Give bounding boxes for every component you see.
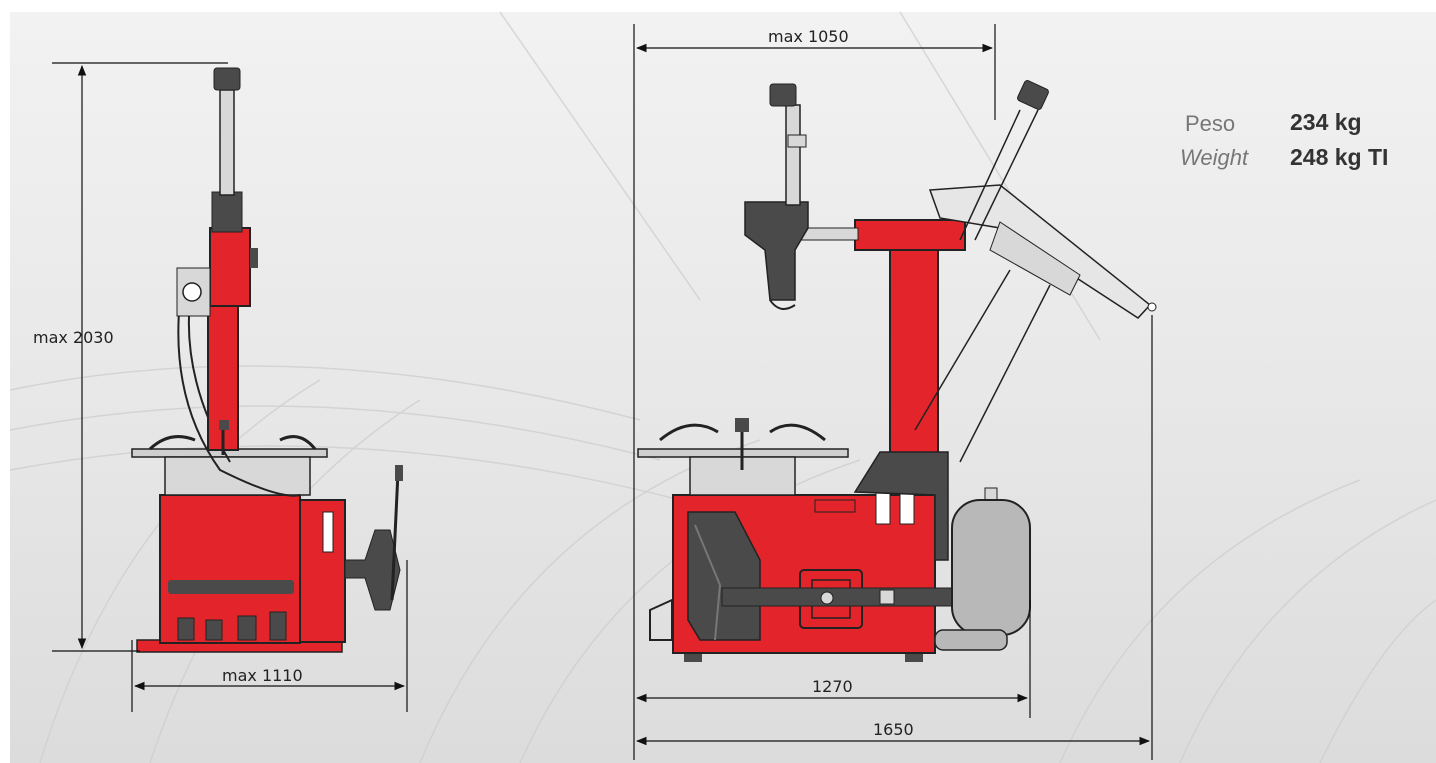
foot-pedals [177,611,287,641]
weight-value: 234 kg [1290,109,1362,135]
air-tank [951,499,1031,636]
bead-breaker [687,511,761,641]
weight-label-italian: Peso [1185,111,1236,136]
front-mounting-head [744,201,809,301]
weight-value-ti: 248 kg TI [1290,144,1389,170]
mounting-head [211,191,243,233]
total-width-label: 1650 [873,720,914,739]
max-height-label: max 2030 [33,328,114,347]
background-tire-pattern [9,11,1436,763]
max-reach-label: max 1050 [768,27,849,46]
dimension-lines-front [633,24,1153,760]
horizontal-arm [854,219,966,251]
max-side-width-label: max 1110 [222,666,303,685]
machine-front-view [637,80,1157,662]
front-column [889,239,939,456]
weight-label-english: Weight [1180,145,1249,170]
tilted-arm [914,80,1157,463]
dimension-lines-side [52,62,408,712]
side-handle [344,465,403,611]
machine-side-view [131,67,403,653]
base-width-label: 1270 [812,677,853,696]
